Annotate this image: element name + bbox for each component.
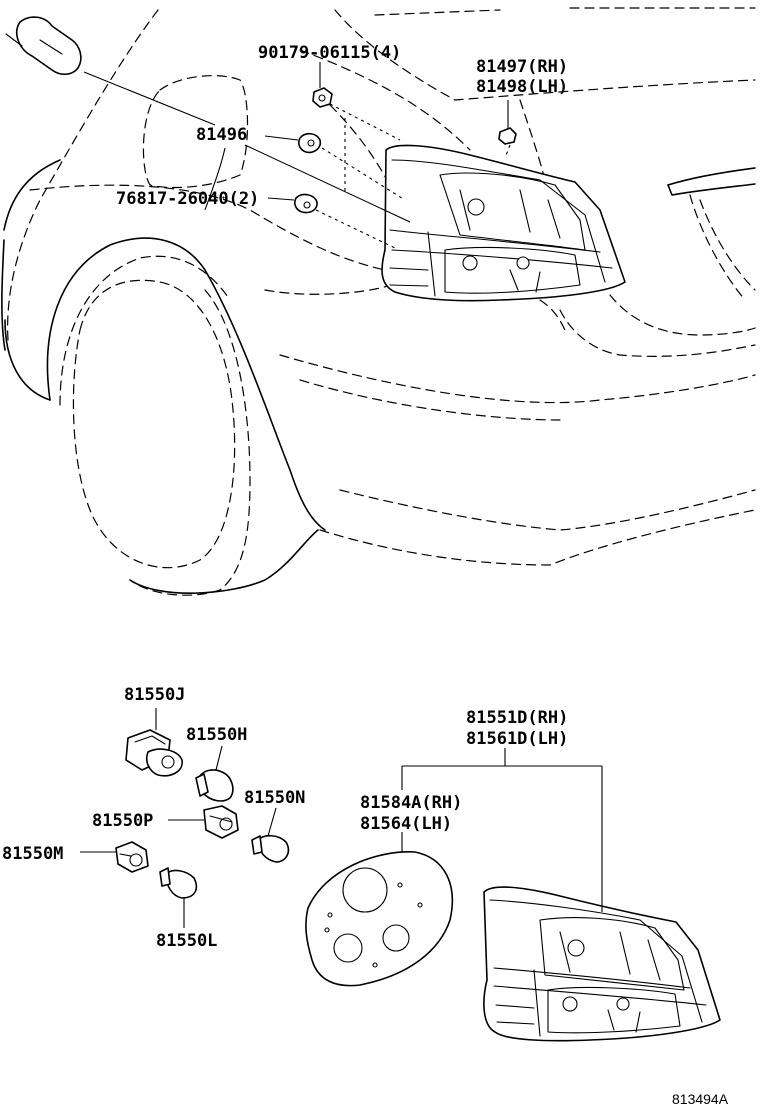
label-81584A: 81584A(RH) [360, 793, 462, 813]
label-81564: 81564(LH) [360, 814, 452, 834]
label-76817: 76817-26040(2) [116, 189, 259, 209]
label-81551D: 81551D(RH) [466, 708, 568, 728]
vehicle-body-outline [1, 7, 756, 596]
label-81496: 81496 [196, 125, 247, 145]
label-81550H: 81550H [186, 725, 247, 745]
label-81550N: 81550N [244, 788, 305, 808]
label-81550L: 81550L [156, 931, 217, 951]
leader-lines-upper [83, 62, 511, 249]
label-81550M: 81550M [2, 844, 63, 864]
fastener-nuts [294, 87, 517, 214]
fuel-cap-component [5, 16, 82, 76]
tail-lamp-installed [381, 144, 626, 331]
label-81550J: 81550J [124, 685, 185, 705]
part-labels: 90179-06115(4) 81497(RH) 81498(LH) 81496… [2, 43, 729, 1107]
leader-bracket-assembly [401, 748, 603, 912]
tail-lamp-assembly [483, 886, 721, 1042]
label-81561D: 81561D(LH) [466, 729, 568, 749]
label-81497: 81497(RH) [476, 57, 568, 77]
label-81550P: 81550P [92, 811, 153, 831]
label-90179: 90179-06115(4) [258, 43, 401, 63]
lamp-gasket [305, 832, 454, 987]
diagram-reference-code: 813494A [672, 1091, 729, 1107]
label-81498: 81498(LH) [476, 77, 568, 97]
bulb-sockets [80, 708, 290, 928]
